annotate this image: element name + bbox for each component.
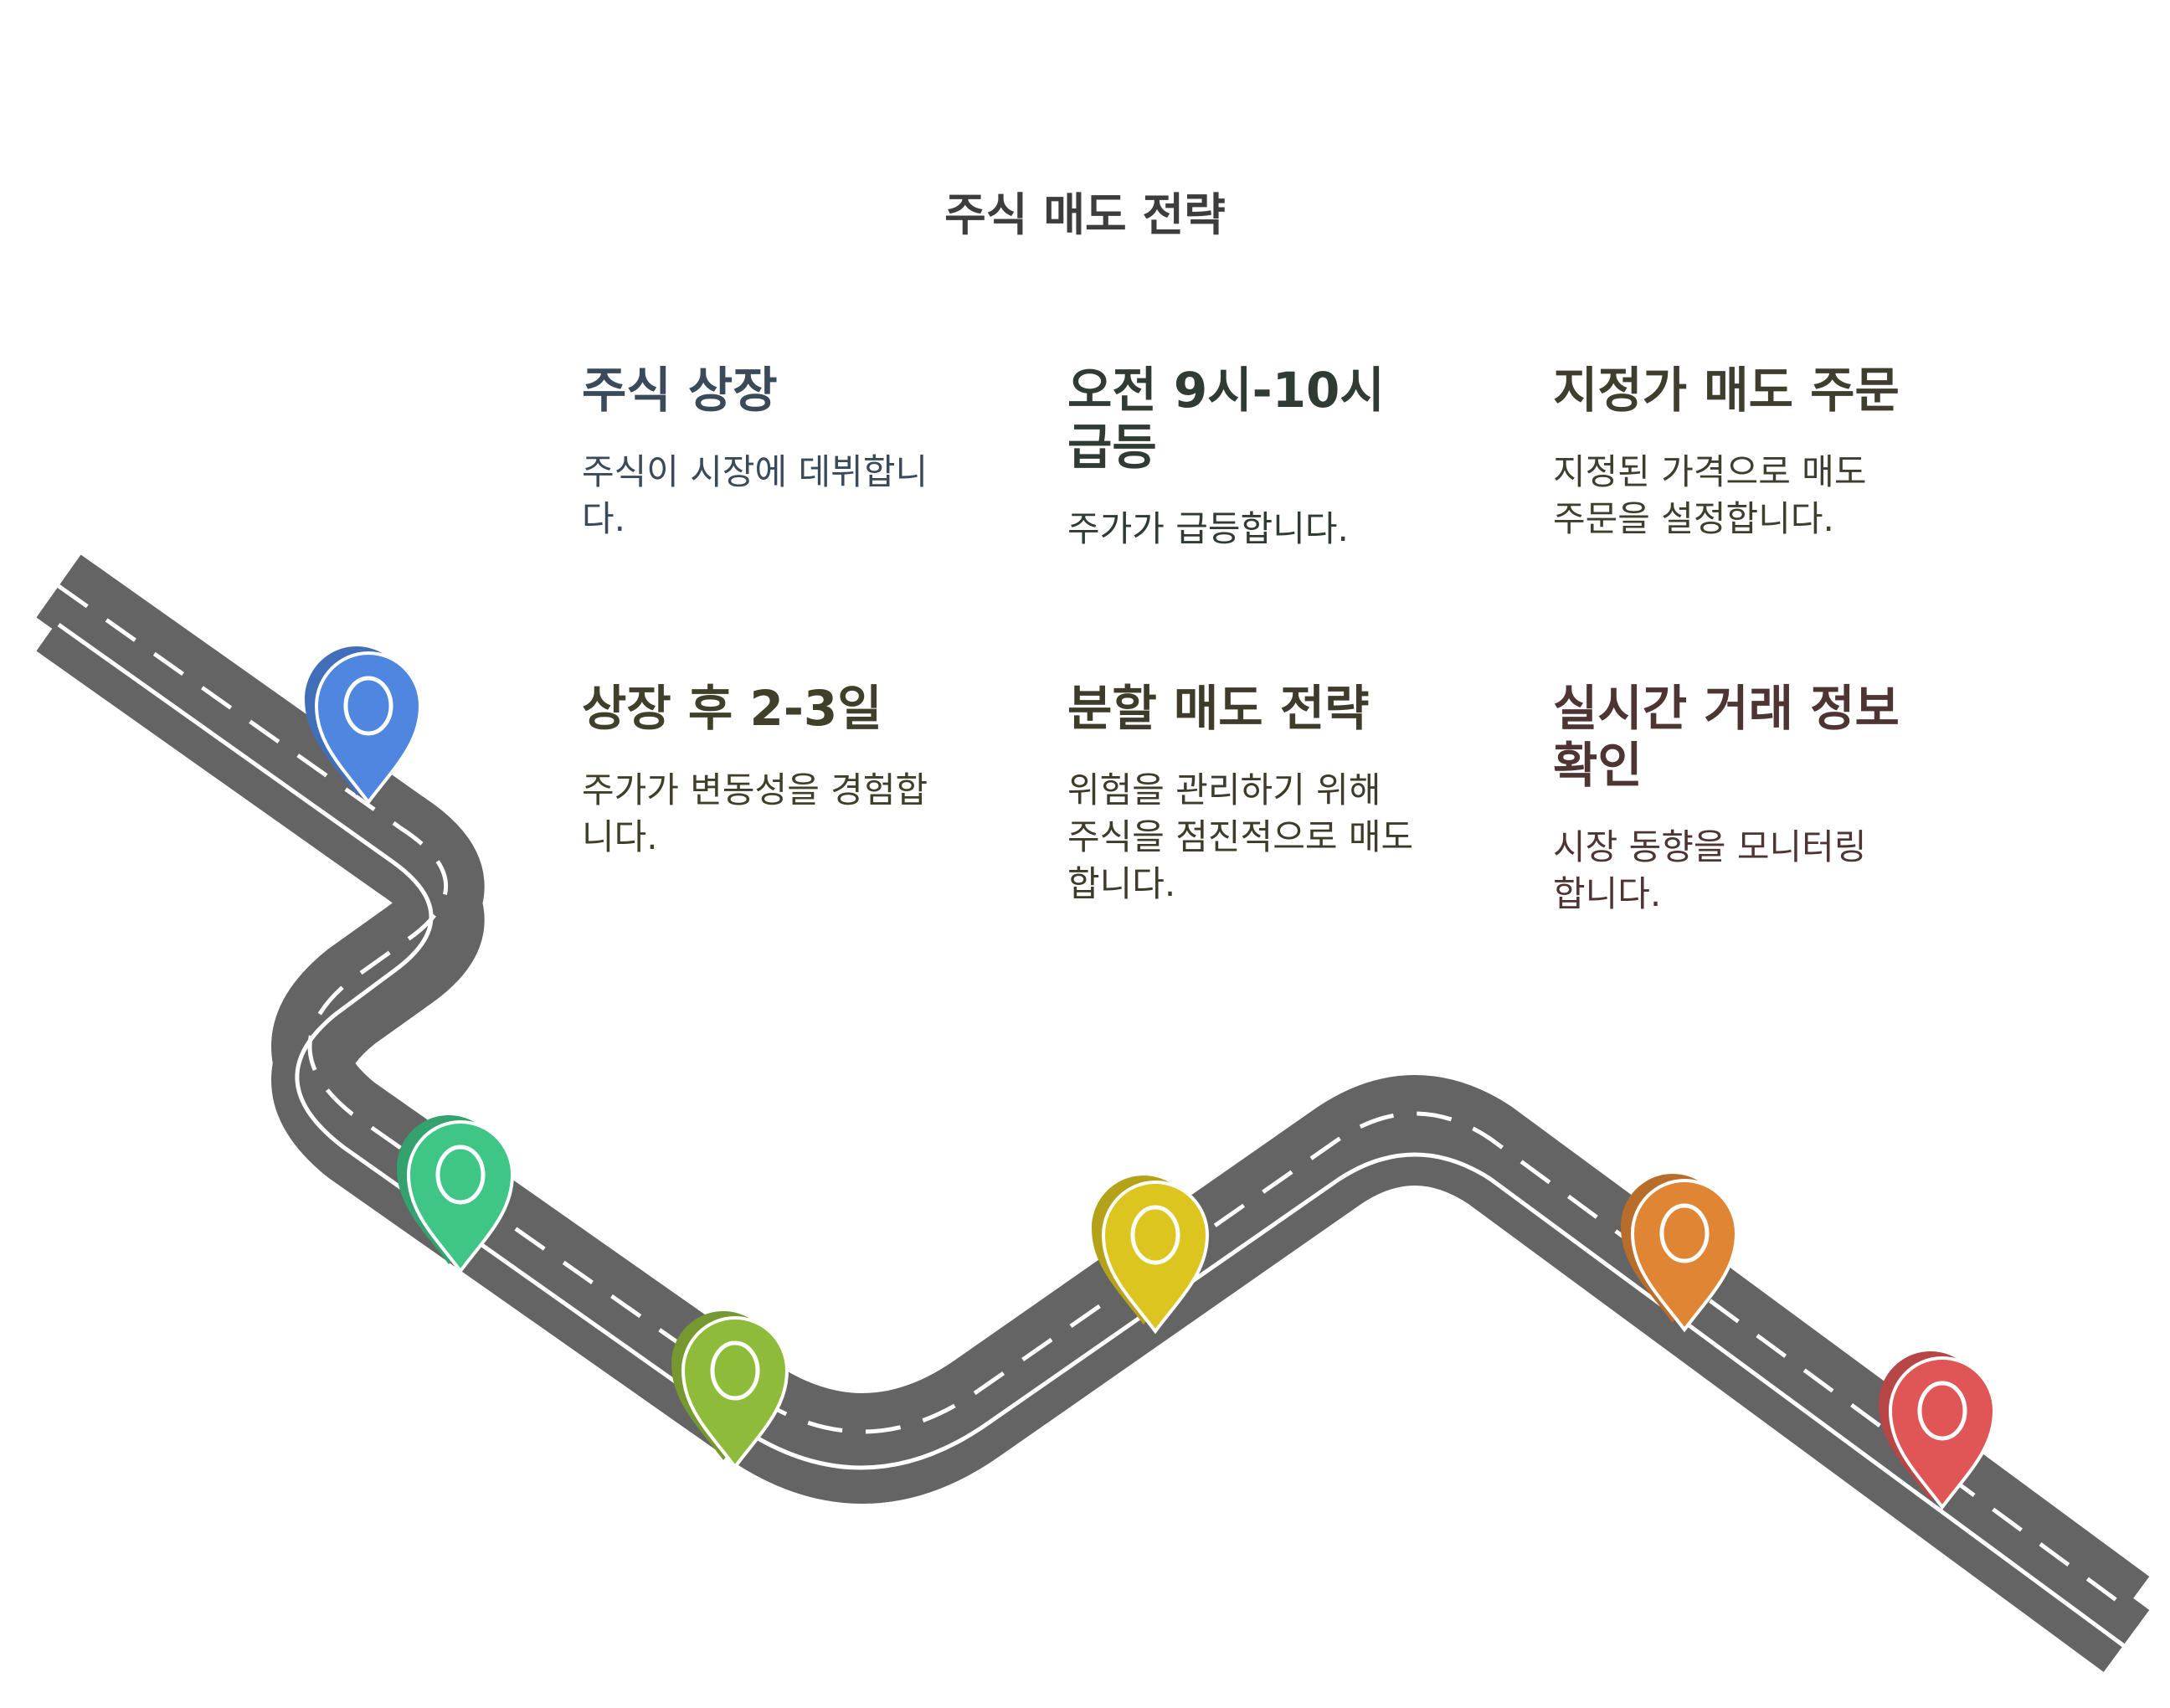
marker-red-icon	[1879, 1351, 1997, 1510]
marker-yellow-icon	[1092, 1176, 1210, 1335]
step-heading: 지정가 매도 주문	[1553, 362, 1900, 419]
road-center-dashes	[57, 584, 2128, 1610]
step-limit-order: 지정가 매도 주문 지정된 가격으로 매도 주문을 설정합니다.	[1553, 362, 1905, 543]
marker-orange-icon	[1621, 1174, 1739, 1333]
step-heading: 분할 매도 전략	[1067, 680, 1370, 737]
step-description: 지정된 가격으로 매도 주문을 설정합니다.	[1553, 451, 1867, 539]
step-heading: 실시간 거래 정보 확인	[1553, 680, 1900, 794]
step-heading: 상장 후 2-3일	[582, 680, 882, 737]
marker-teal-icon	[397, 1115, 515, 1274]
step-description: 주식이 시장에 데뷔합니다.	[582, 451, 928, 539]
step-realtime-info: 실시간 거래 정보 확인 시장 동향을 모니터링 합니다.	[1553, 680, 1905, 918]
step-heading: 주식 상장	[582, 362, 778, 419]
step-description: 주가가 급등합니다.	[1067, 508, 1349, 549]
step-morning-surge: 오전 9시-10시 급등 주가가 급등합니다.	[1067, 362, 1419, 553]
step-after-listing: 상장 후 2-3일 주가가 변동성을 경험합니다.	[582, 680, 950, 861]
marker-blue-icon	[305, 646, 423, 805]
step-description: 시장 동향을 모니터링 합니다.	[1553, 826, 1867, 914]
step-stock-listing: 주식 상장 주식이 시장에 데뷔합니다.	[582, 362, 950, 543]
step-description: 주가가 변동성을 경험합니다.	[582, 769, 928, 857]
step-description: 위험을 관리하기 위해 주식을 점진적으로 매도합니다.	[1067, 769, 1414, 904]
step-heading: 오전 9시-10시 급등	[1067, 362, 1385, 476]
step-split-selling: 분할 매도 전략 위험을 관리하기 위해 주식을 점진적으로 매도합니다.	[1067, 680, 1419, 908]
page-title: 주식 매도 전략	[944, 188, 1226, 241]
marker-lime-icon	[671, 1311, 789, 1470]
